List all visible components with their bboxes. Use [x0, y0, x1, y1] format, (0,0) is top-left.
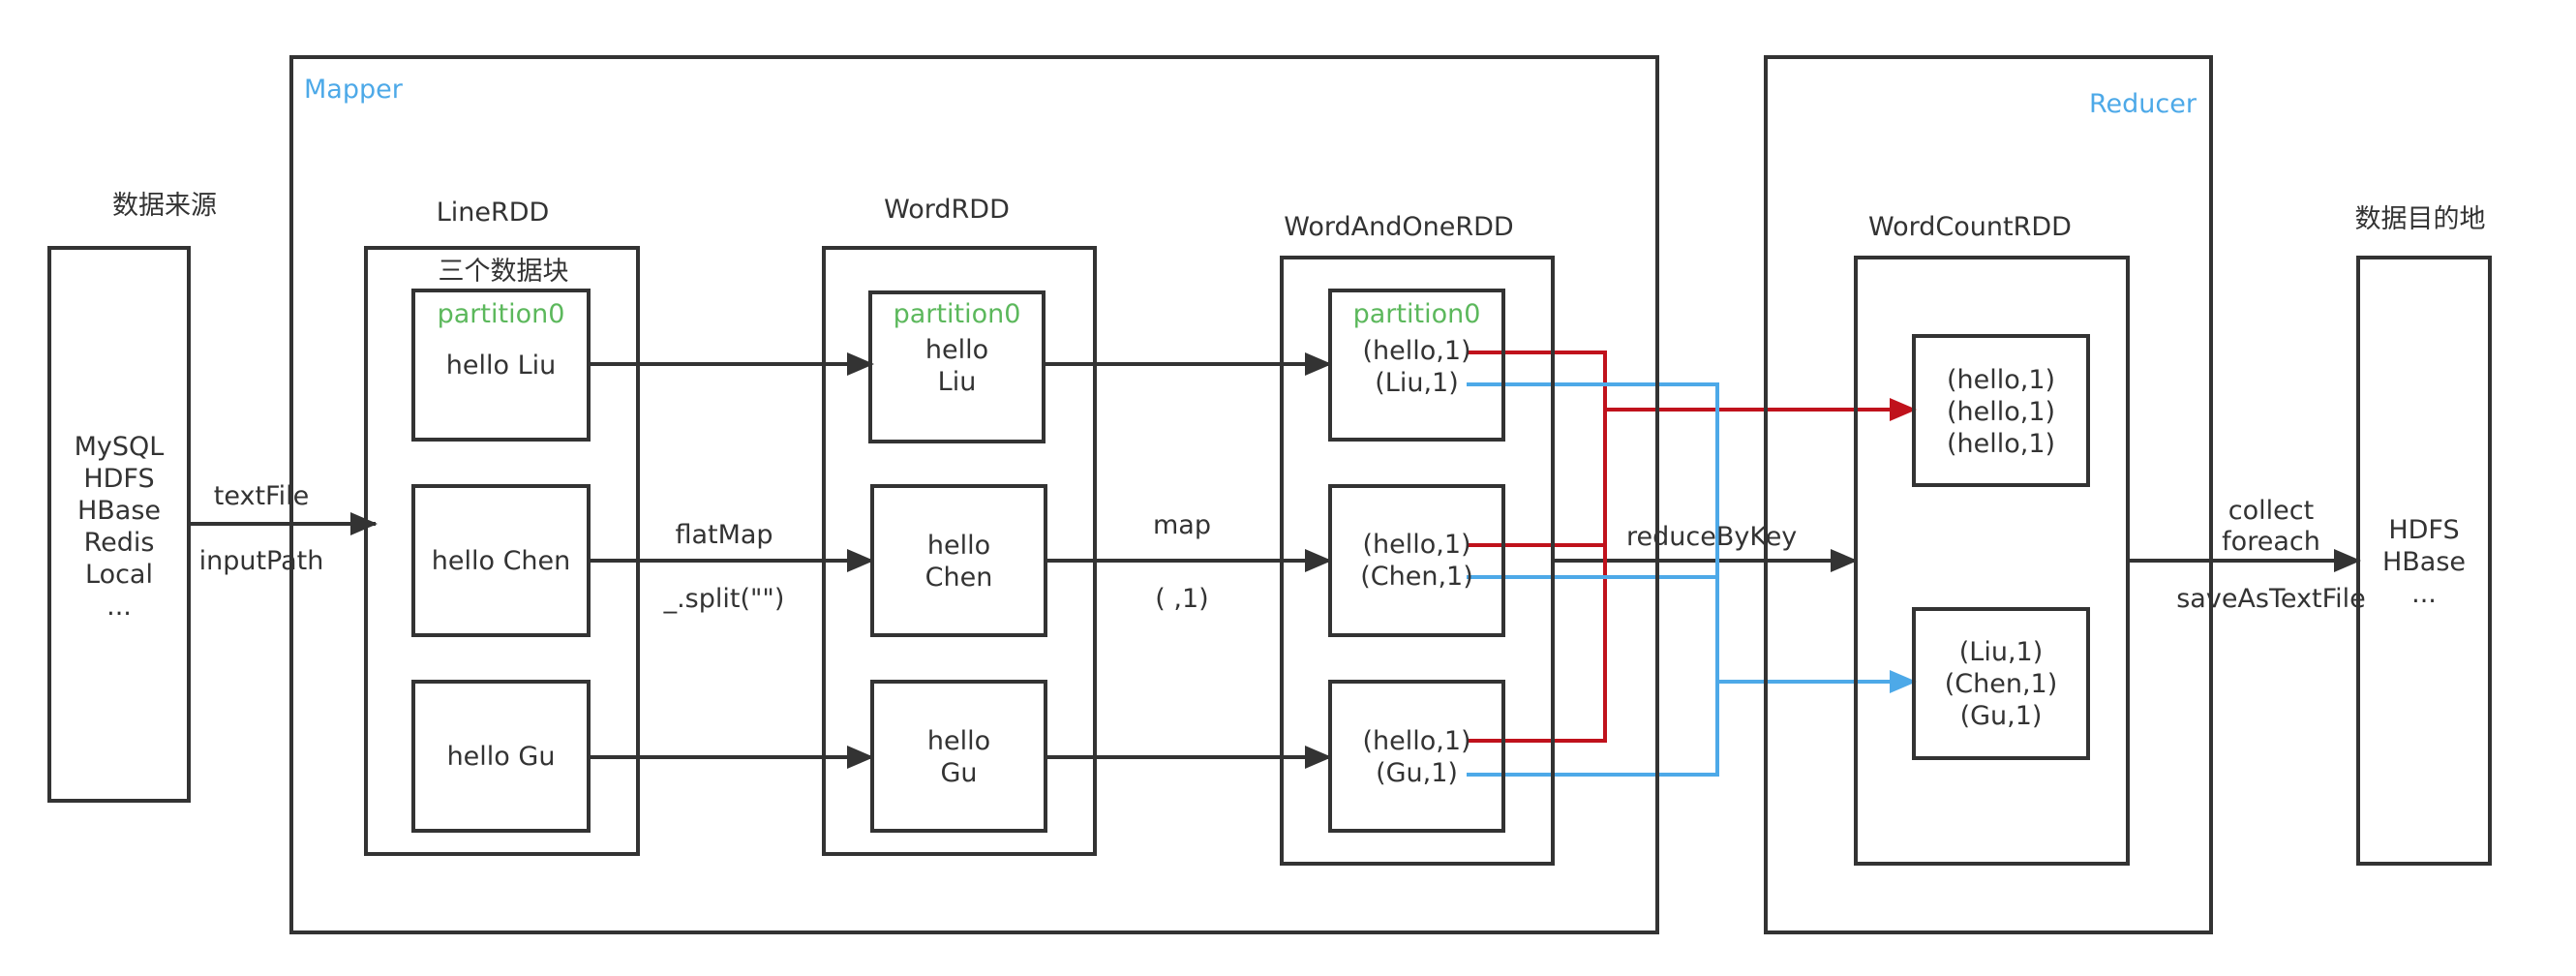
wordandonerdd-block-line: (Gu,1): [1376, 758, 1458, 788]
wordcountrdd-block-line: (Chen,1): [1944, 669, 2058, 699]
wordandonerdd-title: WordAndOneRDD: [1284, 212, 1514, 242]
wordandonerdd-block-line: (Chen,1): [1360, 562, 1473, 592]
source-box: [47, 246, 191, 803]
dest-box: [2356, 256, 2492, 866]
wordcountrdd-block-line: (hello,1): [1946, 365, 2056, 395]
wordrdd-block-line: hello: [926, 726, 991, 756]
edge-label-textfile: textFile: [213, 481, 310, 511]
linerdd-subtitle: 三个数据块: [438, 257, 569, 287]
source-title: 数据来源: [112, 191, 217, 221]
source-line: Redis: [83, 528, 155, 558]
linerdd-partition-2: [411, 484, 591, 637]
wordandonerdd-partition-1: [1328, 289, 1505, 442]
dest-line: HBase: [2381, 547, 2467, 577]
wordcountrdd-partition-2: [1912, 607, 2090, 760]
edge-label-split: _.split(""): [663, 584, 785, 614]
source-line: ...: [106, 592, 132, 622]
edge-label-reducebykey: reduceByKey: [1626, 522, 1798, 552]
wordandonerdd-block-line: (hello,1): [1362, 726, 1471, 756]
shuffle-blue-line-1: [1467, 382, 1719, 777]
wordrdd-block-line: hello: [924, 335, 989, 365]
linerdd-block-text: hello Gu: [446, 742, 556, 772]
wordcountrdd-title: WordCountRDD: [1868, 212, 2072, 242]
source-line: MySQL: [74, 432, 165, 462]
wordandonerdd-box: [1280, 256, 1555, 866]
source-line: HBase: [76, 496, 162, 526]
source-lines: MySQL HDFS HBase Redis Local ...: [47, 431, 191, 623]
reducer-label: Reducer: [2089, 89, 2197, 119]
wordandonerdd-partition-label: partition0: [1352, 299, 1481, 329]
reducer-frame: [1764, 55, 2213, 934]
wordrdd-block-line: hello: [926, 531, 991, 561]
source-line: HDFS: [83, 464, 155, 494]
source-line: Local: [85, 560, 153, 590]
wordcountrdd-block-line: (hello,1): [1946, 429, 2056, 459]
wordandonerdd-partition-3: [1328, 680, 1505, 833]
mapper-label: Mapper: [304, 75, 403, 105]
wordcountrdd-box: [1854, 256, 2130, 866]
wordrdd-block-line: Gu: [940, 758, 978, 788]
wordrdd-partition-2: [870, 484, 1047, 637]
wordandonerdd-block-line: (hello,1): [1362, 336, 1471, 366]
mapper-frame: [289, 55, 1659, 934]
dest-lines: HDFS HBase ...: [2356, 514, 2492, 610]
wordrdd-partition-3: [870, 680, 1047, 833]
dest-line: HDFS: [2388, 515, 2460, 545]
wordrdd-block-line: Liu: [937, 367, 977, 397]
wordandonerdd-partition-2: [1328, 484, 1505, 637]
edge-label-map-tuple: ( ,1): [1155, 584, 1209, 614]
linerdd-box: [364, 246, 640, 856]
edge-label-foreach: foreach: [2222, 527, 2320, 557]
edge-label-collect: collect: [2227, 496, 2315, 526]
linerdd-block-text: hello Chen: [431, 546, 571, 576]
wordandonerdd-block-line: (Liu,1): [1375, 368, 1459, 398]
wordrdd-box: [822, 246, 1097, 856]
linerdd-partition-3: [411, 680, 591, 833]
edge-label-flatmap: flatMap: [675, 520, 773, 550]
linerdd-block-text: hello Liu: [445, 351, 557, 381]
linerdd-partition-label: partition0: [437, 299, 565, 329]
wordandonerdd-block-line: (hello,1): [1362, 530, 1471, 560]
wordcountrdd-block-line: (hello,1): [1946, 397, 2056, 427]
wordrdd-partition-label: partition0: [893, 299, 1021, 329]
wordrdd-partition-1: [868, 290, 1046, 443]
wordcountrdd-partition-1: [1912, 334, 2090, 487]
edge-label-saveastextfile: saveAsTextFile: [2176, 584, 2366, 614]
wordcountrdd-block-line: (Liu,1): [1958, 637, 2044, 667]
wordcountrdd-block-line: (Gu,1): [1959, 701, 2043, 731]
dest-title: 数据目的地: [2354, 204, 2486, 234]
wordrdd-title: WordRDD: [884, 195, 1010, 225]
wordrdd-block-line: Chen: [924, 563, 993, 593]
linerdd-title: LineRDD: [436, 198, 550, 228]
edge-label-inputpath: inputPath: [198, 546, 324, 576]
dest-line: ...: [2411, 579, 2437, 609]
linerdd-partition-1: [411, 289, 591, 442]
edge-label-map: map: [1153, 510, 1211, 540]
